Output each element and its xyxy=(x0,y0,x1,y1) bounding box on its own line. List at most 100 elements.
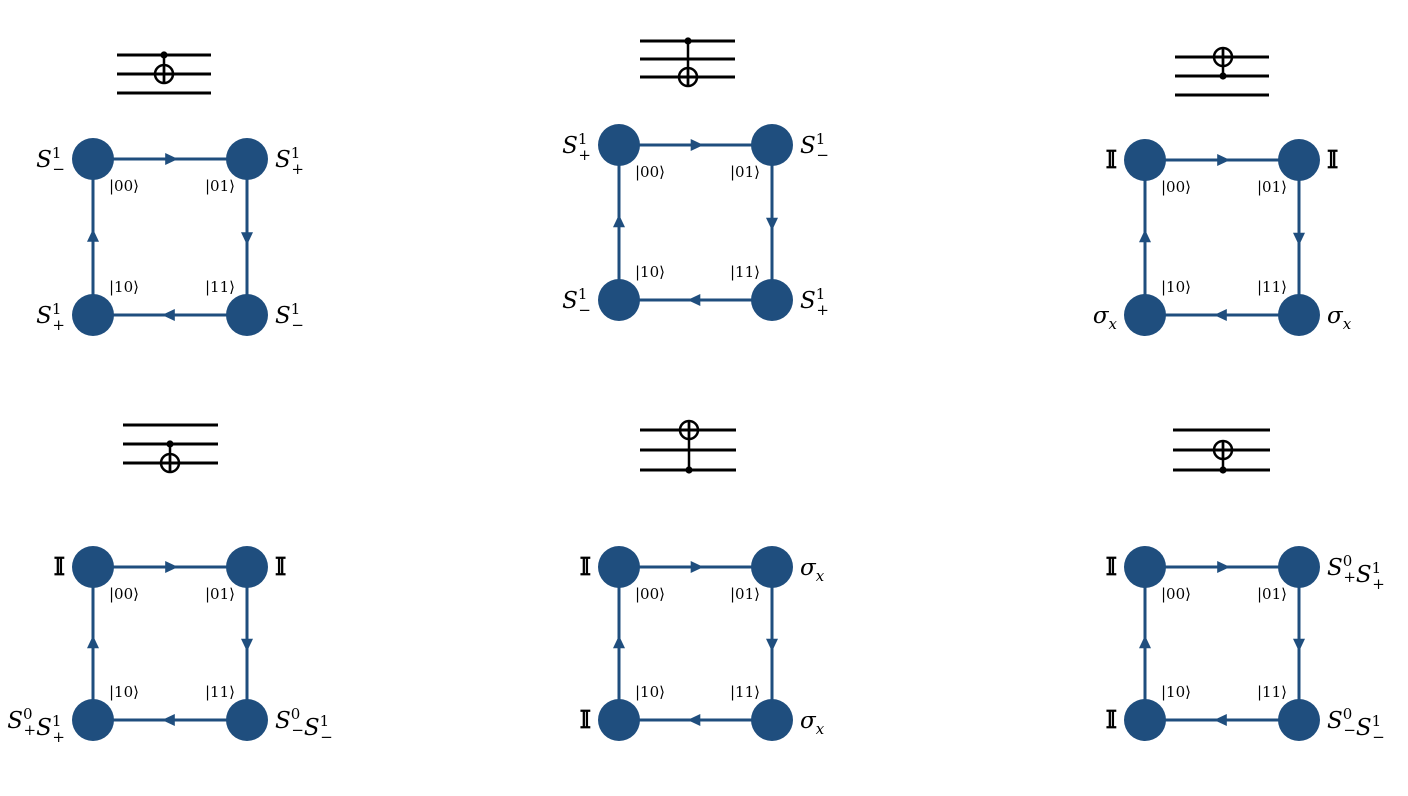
ket-label: |10⟩ xyxy=(1161,683,1191,701)
operator-label-11: σx xyxy=(800,708,825,738)
arrow-icon xyxy=(613,214,625,228)
ket-label: |00⟩ xyxy=(1161,585,1191,603)
arrow-icon xyxy=(613,635,625,649)
arrow-icon xyxy=(1293,638,1305,652)
state-node-10 xyxy=(72,699,114,741)
control-dot xyxy=(685,466,693,474)
arrow-icon xyxy=(165,153,178,165)
operator-label-10: 𝕀 xyxy=(580,705,591,734)
state-node-11 xyxy=(751,279,793,321)
control-dot xyxy=(1219,466,1227,474)
ket-label: |01⟩ xyxy=(1257,585,1287,603)
ket-label: |10⟩ xyxy=(109,278,139,296)
state-node-10 xyxy=(72,294,114,336)
operator-label-01: 𝕀 xyxy=(275,552,286,581)
ket-label: |00⟩ xyxy=(109,177,139,195)
arrow-icon xyxy=(241,232,253,245)
state-node-00 xyxy=(1124,139,1166,181)
state-node-00 xyxy=(72,138,114,180)
ket-label: |10⟩ xyxy=(1161,278,1191,296)
operator-label-11: S0−S1− xyxy=(275,705,333,746)
ket-label: |00⟩ xyxy=(635,585,665,603)
panel-2: |00⟩|01⟩|10⟩|11⟩S1+S1−S1−S1+ xyxy=(562,37,829,321)
operator-label-11: S0−S1− xyxy=(1327,705,1385,746)
control-dot xyxy=(160,51,168,59)
panel-1: |00⟩|01⟩|10⟩|11⟩S1−S1+S1+S1− xyxy=(36,51,304,336)
ket-label: |11⟩ xyxy=(205,278,235,296)
state-node-01 xyxy=(226,138,268,180)
state-node-10 xyxy=(1124,699,1166,741)
ket-label: |10⟩ xyxy=(635,263,665,281)
operator-label-10: σx xyxy=(1093,303,1118,333)
ket-label: |11⟩ xyxy=(1257,683,1287,701)
arrow-icon xyxy=(766,638,778,652)
operator-label-00: 𝕀 xyxy=(580,552,591,581)
cnot-circuit xyxy=(117,51,211,95)
ket-label: |01⟩ xyxy=(1257,178,1287,196)
ket-label: |01⟩ xyxy=(730,585,760,603)
arrow-icon xyxy=(766,217,778,231)
state-node-01 xyxy=(751,546,793,588)
control-dot xyxy=(166,440,174,448)
ket-label: |00⟩ xyxy=(109,585,139,603)
ket-label: |11⟩ xyxy=(1257,278,1287,296)
arrow-icon xyxy=(687,294,701,306)
state-node-01 xyxy=(1278,546,1320,588)
arrow-icon xyxy=(1214,714,1227,726)
state-node-00 xyxy=(598,124,640,166)
state-node-01 xyxy=(1278,139,1320,181)
ket-label: |11⟩ xyxy=(730,263,760,281)
cnot-circuit xyxy=(123,423,218,474)
arrow-icon xyxy=(690,139,704,151)
ket-label: |11⟩ xyxy=(730,683,760,701)
control-dot xyxy=(1219,72,1227,80)
arrow-icon xyxy=(1217,154,1230,166)
arrow-icon xyxy=(1293,232,1305,246)
state-node-01 xyxy=(226,546,268,588)
arrow-icon xyxy=(687,714,701,726)
state-node-11 xyxy=(1278,699,1320,741)
cnot-circuit xyxy=(1173,428,1270,474)
cnot-circuit xyxy=(640,419,736,474)
arrow-icon xyxy=(1217,561,1230,573)
operator-label-10: S1− xyxy=(562,285,591,319)
state-graph: |00⟩|01⟩|10⟩|11⟩S1−S1+S1+S1− xyxy=(36,138,304,336)
state-node-01 xyxy=(751,124,793,166)
ket-label: |01⟩ xyxy=(205,585,235,603)
operator-label-01: 𝕀 xyxy=(1327,145,1338,174)
state-node-10 xyxy=(598,699,640,741)
control-dot xyxy=(684,37,692,45)
state-node-00 xyxy=(598,546,640,588)
ket-label: |00⟩ xyxy=(635,163,665,181)
operator-label-10: S1+ xyxy=(36,300,65,334)
ket-label: |10⟩ xyxy=(635,683,665,701)
state-node-00 xyxy=(1124,546,1166,588)
arrow-icon xyxy=(162,309,175,321)
state-node-11 xyxy=(226,294,268,336)
arrow-icon xyxy=(241,638,253,652)
arrow-icon xyxy=(1139,229,1151,243)
operator-label-00: 𝕀 xyxy=(54,552,65,581)
cnot-circuit xyxy=(1175,46,1269,97)
operator-label-01: S1+ xyxy=(275,144,304,178)
operator-label-11: S1+ xyxy=(800,285,829,319)
arrow-icon xyxy=(690,561,704,573)
state-node-10 xyxy=(1124,294,1166,336)
cnot-circuit xyxy=(640,37,735,88)
operator-label-01: S0+S1+ xyxy=(1327,552,1385,593)
operator-label-01: σx xyxy=(800,555,825,585)
operator-label-00: 𝕀 xyxy=(1106,145,1117,174)
state-node-00 xyxy=(72,546,114,588)
arrow-icon xyxy=(1214,309,1227,321)
state-graph: |00⟩|01⟩|10⟩|11⟩S1+S1−S1−S1+ xyxy=(562,124,829,321)
state-node-11 xyxy=(751,699,793,741)
ket-label: |01⟩ xyxy=(730,163,760,181)
operator-label-10: S0+S1+ xyxy=(7,705,65,746)
